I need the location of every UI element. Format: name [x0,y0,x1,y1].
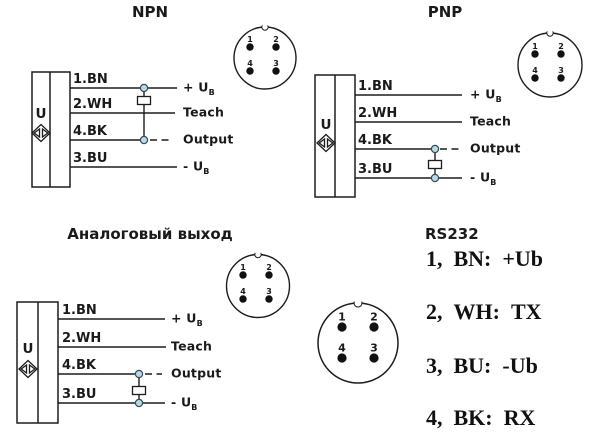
pnp-connector-pin-1: 1 [532,41,538,51]
junction-nodes [430,144,440,183]
npn-connector-pin-2: 2 [273,34,279,44]
connector-face [225,248,291,319]
npn-wire-label-bu: 3.BU [73,151,108,166]
analog-terminal-teach: Teach [171,338,212,356]
terminal-text: Teach [171,338,213,354]
transducer-icon [18,359,38,379]
pnp-sensor-u-label: U [320,117,332,133]
pnp-connector-pin-2: 2 [558,41,564,51]
pnp-connector-pin-3: 3 [558,65,564,75]
npn-terminal-teach: Teach [183,104,224,122]
rs232-connector-pin-3: 3 [370,341,378,355]
connector-face [517,26,583,98]
rs232-line-bn: 1, BN: +Ub [426,246,544,271]
rs232-connector-pin-2: 2 [370,310,378,324]
pnp-terminal-plus-ub: + UB [470,86,502,104]
npn-connector-pin-4: 4 [247,58,253,68]
terminal-sub: B [203,166,210,176]
junction-nodes [134,369,144,408]
terminal-text: - U [470,169,491,185]
npn-wire-label-bn: 1.BN [73,72,108,87]
npn-wire-label-bk: 4.BK [73,124,107,139]
transducer-icon [31,123,51,143]
analog-sensor-u-label: U [22,341,34,357]
connector-face [317,295,399,384]
terminal-text: - U [183,158,204,174]
npn-terminal-output: Output [183,131,234,149]
pnp-terminal-minus-ub: - UB [470,169,497,187]
terminal-text: Output [183,131,234,147]
pnp-connector-pin-4: 4 [532,65,538,75]
terminal-text: + U [183,79,209,95]
analog-terminal-output: Output [171,365,222,383]
pnp-wire-label-bn: 1.BN [358,79,393,94]
npn-connector-pin-3: 3 [273,58,279,68]
analog-title: Аналоговый выход [67,225,233,243]
terminal-sub: B [495,94,502,104]
transducer-icon [316,133,336,153]
terminal-sub: B [208,87,215,97]
junction-nodes [139,83,149,145]
rs232-line-bk: 4, BK: RX [426,405,536,430]
analog-connector-pin-1: 1 [240,262,246,272]
analog-terminal-minus-ub: - UB [171,394,198,412]
terminal-text: - U [171,394,192,410]
rs232-line-wh: 2, WH: TX [426,299,542,324]
analog-wire-label-bn: 1.BN [62,303,97,318]
resistor-icon [136,95,152,106]
terminal-sub: B [490,177,497,187]
analog-wire-label-bk: 4.BK [62,358,96,373]
analog-terminal-plus-ub: + UB [171,310,203,328]
connector-face [233,20,297,90]
rs232-connector-pin-1: 1 [338,310,346,324]
pnp-wire-label-bk: 4.BK [358,133,392,148]
terminal-text: + U [171,310,197,326]
analog-connector-pin-3: 3 [266,286,272,296]
rs232-line-bu: 3, BU: -Ub [426,353,538,378]
pnp-terminal-output: Output [470,140,521,158]
terminal-text: + U [470,86,496,102]
analog-connector-pin-4: 4 [240,286,246,296]
terminal-sub: B [191,402,198,412]
npn-sensor-u-label: U [35,106,47,122]
npn-title: NPN [131,3,169,21]
terminal-text: Output [470,140,521,156]
rs232-title: RS232 [425,225,479,243]
terminal-text: Teach [470,113,512,129]
analog-connector-pin-2: 2 [266,262,272,272]
npn-wire-label-wh: 2.WH [73,97,113,112]
terminal-text: Output [171,365,222,381]
terminal-sub: B [196,318,203,328]
pnp-terminal-teach: Teach [470,113,511,131]
npn-terminal-minus-ub: - UB [183,158,210,176]
resistor-icon [131,385,147,396]
terminal-text: Teach [183,104,225,120]
npn-terminal-plus-ub: + UB [183,79,215,97]
pnp-wire-label-wh: 2.WH [358,106,398,121]
analog-wire-label-wh: 2.WH [62,331,102,346]
resistor-icon [427,159,443,170]
pnp-wire-label-bu: 3.BU [358,162,393,177]
rs232-connector-pin-4: 4 [338,341,346,355]
npn-connector-pin-1: 1 [247,34,253,44]
pnp-title: PNP [427,3,463,21]
analog-wire-label-bu: 3.BU [62,387,97,402]
